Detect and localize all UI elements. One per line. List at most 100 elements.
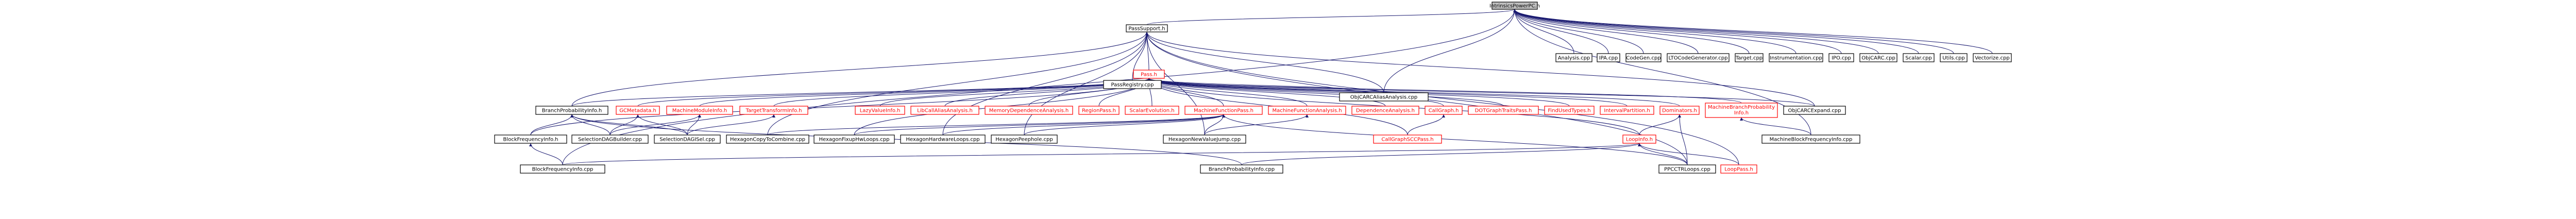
node-label: SelectionDAGISel.cpp bbox=[659, 137, 715, 143]
dependency-edge bbox=[1148, 78, 1570, 107]
graph-node[interactable]: CallGraph.h bbox=[1425, 106, 1463, 115]
node-box bbox=[1425, 106, 1463, 115]
node-box bbox=[1268, 106, 1346, 115]
graph-node[interactable]: LazyValueInfo.h bbox=[855, 106, 905, 115]
graph-node[interactable]: PassSupport.h bbox=[1126, 24, 1168, 32]
node-label: BranchProbabilityInfo.cpp bbox=[1209, 167, 1275, 173]
edge-arrowhead bbox=[698, 114, 701, 117]
node-box bbox=[1125, 106, 1179, 115]
node-label: CodeGen.cpp bbox=[1626, 56, 1660, 61]
graph-node[interactable]: CodeGen.cpp bbox=[1625, 53, 1662, 62]
graph-node[interactable]: MachineFunctionPass.h bbox=[1184, 106, 1263, 115]
graph-node[interactable]: BlockFrequencyInfo.h bbox=[494, 134, 567, 144]
node-label: Vectorize.cpp bbox=[1975, 56, 2009, 61]
graph-node[interactable]: LoopInfo.h bbox=[1622, 134, 1656, 144]
dependency-edge bbox=[637, 114, 688, 136]
node-label: MachineFunctionAnalysis.h bbox=[1272, 108, 1342, 114]
dependency-edge bbox=[1146, 31, 1384, 93]
node-box bbox=[1597, 53, 1620, 62]
node-box bbox=[985, 106, 1073, 115]
graph-node[interactable]: MemoryDependenceAnalysis.h bbox=[985, 106, 1073, 115]
graph-node[interactable]: ObjCARCAliasAnalysis.cpp bbox=[1339, 92, 1429, 102]
graph-node[interactable]: GCMetadata.h bbox=[616, 106, 660, 115]
graph-node[interactable]: BranchProbabilityInfo.cpp bbox=[1200, 164, 1283, 174]
node-box bbox=[991, 134, 1058, 144]
node-box bbox=[900, 134, 986, 144]
graph-node[interactable]: IntervalPartition.h bbox=[1600, 106, 1654, 115]
graph-node[interactable]: Target.cpp bbox=[1735, 53, 1764, 62]
graph-node[interactable]: Dominators.h bbox=[1659, 106, 1700, 115]
dependency-edge bbox=[767, 31, 1147, 136]
graph-node[interactable]: MachineFunctionAnalysis.h bbox=[1268, 106, 1346, 115]
graph-node[interactable]: TargetTransformInfo.h bbox=[739, 106, 808, 115]
graph-node[interactable]: MachineBlockFrequencyInfo.cpp bbox=[1761, 134, 1860, 144]
graph-node[interactable]: Instrumentation.cpp bbox=[1769, 53, 1823, 62]
graph-node[interactable]: HexagonHardwareLoops.cpp bbox=[900, 134, 986, 144]
node-label: ObjCARCAliasAnalysis.cpp bbox=[1350, 95, 1418, 100]
graph-node[interactable]: LoopPass.h bbox=[1720, 164, 1757, 174]
node-label: GCMetadata.h bbox=[619, 108, 656, 114]
graph-node[interactable]: MachineModuleInfo.h bbox=[666, 106, 733, 115]
dependency-edge bbox=[609, 114, 700, 136]
graph-node[interactable]: CallGraphSCCPass.h bbox=[1373, 134, 1442, 144]
edge-arrowhead bbox=[1740, 117, 1743, 121]
node-label: LoopPass.h bbox=[1724, 167, 1753, 173]
graph-node[interactable]: IPO.cpp bbox=[1828, 53, 1854, 62]
graph-node[interactable]: PPCCTRLoops.cpp bbox=[1658, 164, 1716, 174]
edge-arrowhead bbox=[1513, 9, 1516, 12]
graph-node[interactable]: FindUsedTypes.h bbox=[1544, 106, 1595, 115]
node-box bbox=[1622, 134, 1656, 144]
edge-arrowhead bbox=[529, 143, 532, 146]
graph-node[interactable]: HexagonCopyToCombine.cpp bbox=[726, 134, 809, 144]
node-label: MachineBlockFrequencyInfo.cpp bbox=[1770, 137, 1853, 143]
node-box bbox=[571, 134, 649, 144]
dependency-edge bbox=[854, 114, 1224, 136]
node-box bbox=[1658, 164, 1716, 174]
node-box bbox=[1339, 92, 1429, 102]
graph-node[interactable]: HexagonNewValueJump.cpp bbox=[1163, 134, 1246, 144]
node-box bbox=[666, 106, 733, 115]
graph-node[interactable]: Analysis.cpp bbox=[1555, 53, 1592, 62]
graph-node[interactable]: LibCallAliasAnalysis.h bbox=[910, 106, 979, 115]
graph-node[interactable]: HexagonFixupHwLoops.cpp bbox=[814, 134, 895, 144]
dependency-edge bbox=[1639, 143, 1688, 165]
dependency-edge bbox=[1148, 78, 1504, 107]
graph-node[interactable]: Vectorize.cpp bbox=[1973, 53, 2012, 62]
graph-node[interactable]: HexagonPeephole.cpp bbox=[991, 134, 1058, 144]
node-box bbox=[726, 134, 809, 144]
graph-node[interactable]: ObjCARC.cpp bbox=[1859, 53, 1897, 62]
node-label: ObjCARC.cpp bbox=[1861, 56, 1895, 61]
node-label: Scalar.cpp bbox=[1905, 56, 1931, 61]
node-label: DependenceAnalysis.h bbox=[1356, 108, 1415, 114]
node-box bbox=[1667, 53, 1730, 62]
node-box bbox=[1078, 106, 1120, 115]
dependency-edge bbox=[687, 114, 700, 136]
dependency-edge bbox=[699, 78, 1149, 107]
graph-node[interactable]: Utils.cpp bbox=[1940, 53, 1968, 62]
dependency-edge bbox=[530, 143, 563, 165]
graph-node[interactable]: BranchProbabilityInfo.h bbox=[535, 106, 608, 115]
graph-node[interactable]: RegionPass.h bbox=[1078, 106, 1120, 115]
graph-node[interactable]: Pass.h bbox=[1133, 70, 1165, 79]
node-label: MemoryDependenceAnalysis.h bbox=[989, 108, 1069, 114]
node-label: LoopInfo.h bbox=[1626, 137, 1653, 143]
edge-arrowhead bbox=[636, 114, 639, 117]
dependency-edge bbox=[1514, 9, 1919, 54]
graph-node[interactable]: IPA.cpp bbox=[1597, 53, 1620, 62]
graph-node[interactable]: SelectionDAGISel.cpp bbox=[654, 134, 721, 144]
graph-node[interactable]: DependenceAnalysis.h bbox=[1351, 106, 1419, 115]
node-layer: IntrinsicsPowerPC.hPassSupport.hAnalysis… bbox=[494, 2, 2012, 174]
graph-node[interactable]: BlockFrequencyInfo.cpp bbox=[520, 164, 605, 174]
edge-arrowhead bbox=[1145, 32, 1148, 35]
node-label: Info.h bbox=[1734, 110, 1749, 116]
graph-node[interactable]: LTOCodeGenerator.cpp bbox=[1667, 53, 1730, 62]
graph-node[interactable]: ObjCARCExpand.cpp bbox=[1783, 106, 1846, 115]
graph-node[interactable]: PassRegistry.cpp bbox=[1103, 80, 1162, 89]
node-box bbox=[1373, 134, 1442, 144]
node-label: PassSupport.h bbox=[1128, 26, 1165, 32]
graph-node[interactable]: SelectionDAGBuilder.cpp bbox=[571, 134, 649, 144]
graph-node[interactable]: ScalarEvolution.h bbox=[1125, 106, 1179, 115]
graph-node[interactable]: Scalar.cpp bbox=[1903, 53, 1935, 62]
graph-node[interactable]: DOTGraphTraitsPass.h bbox=[1468, 106, 1539, 115]
